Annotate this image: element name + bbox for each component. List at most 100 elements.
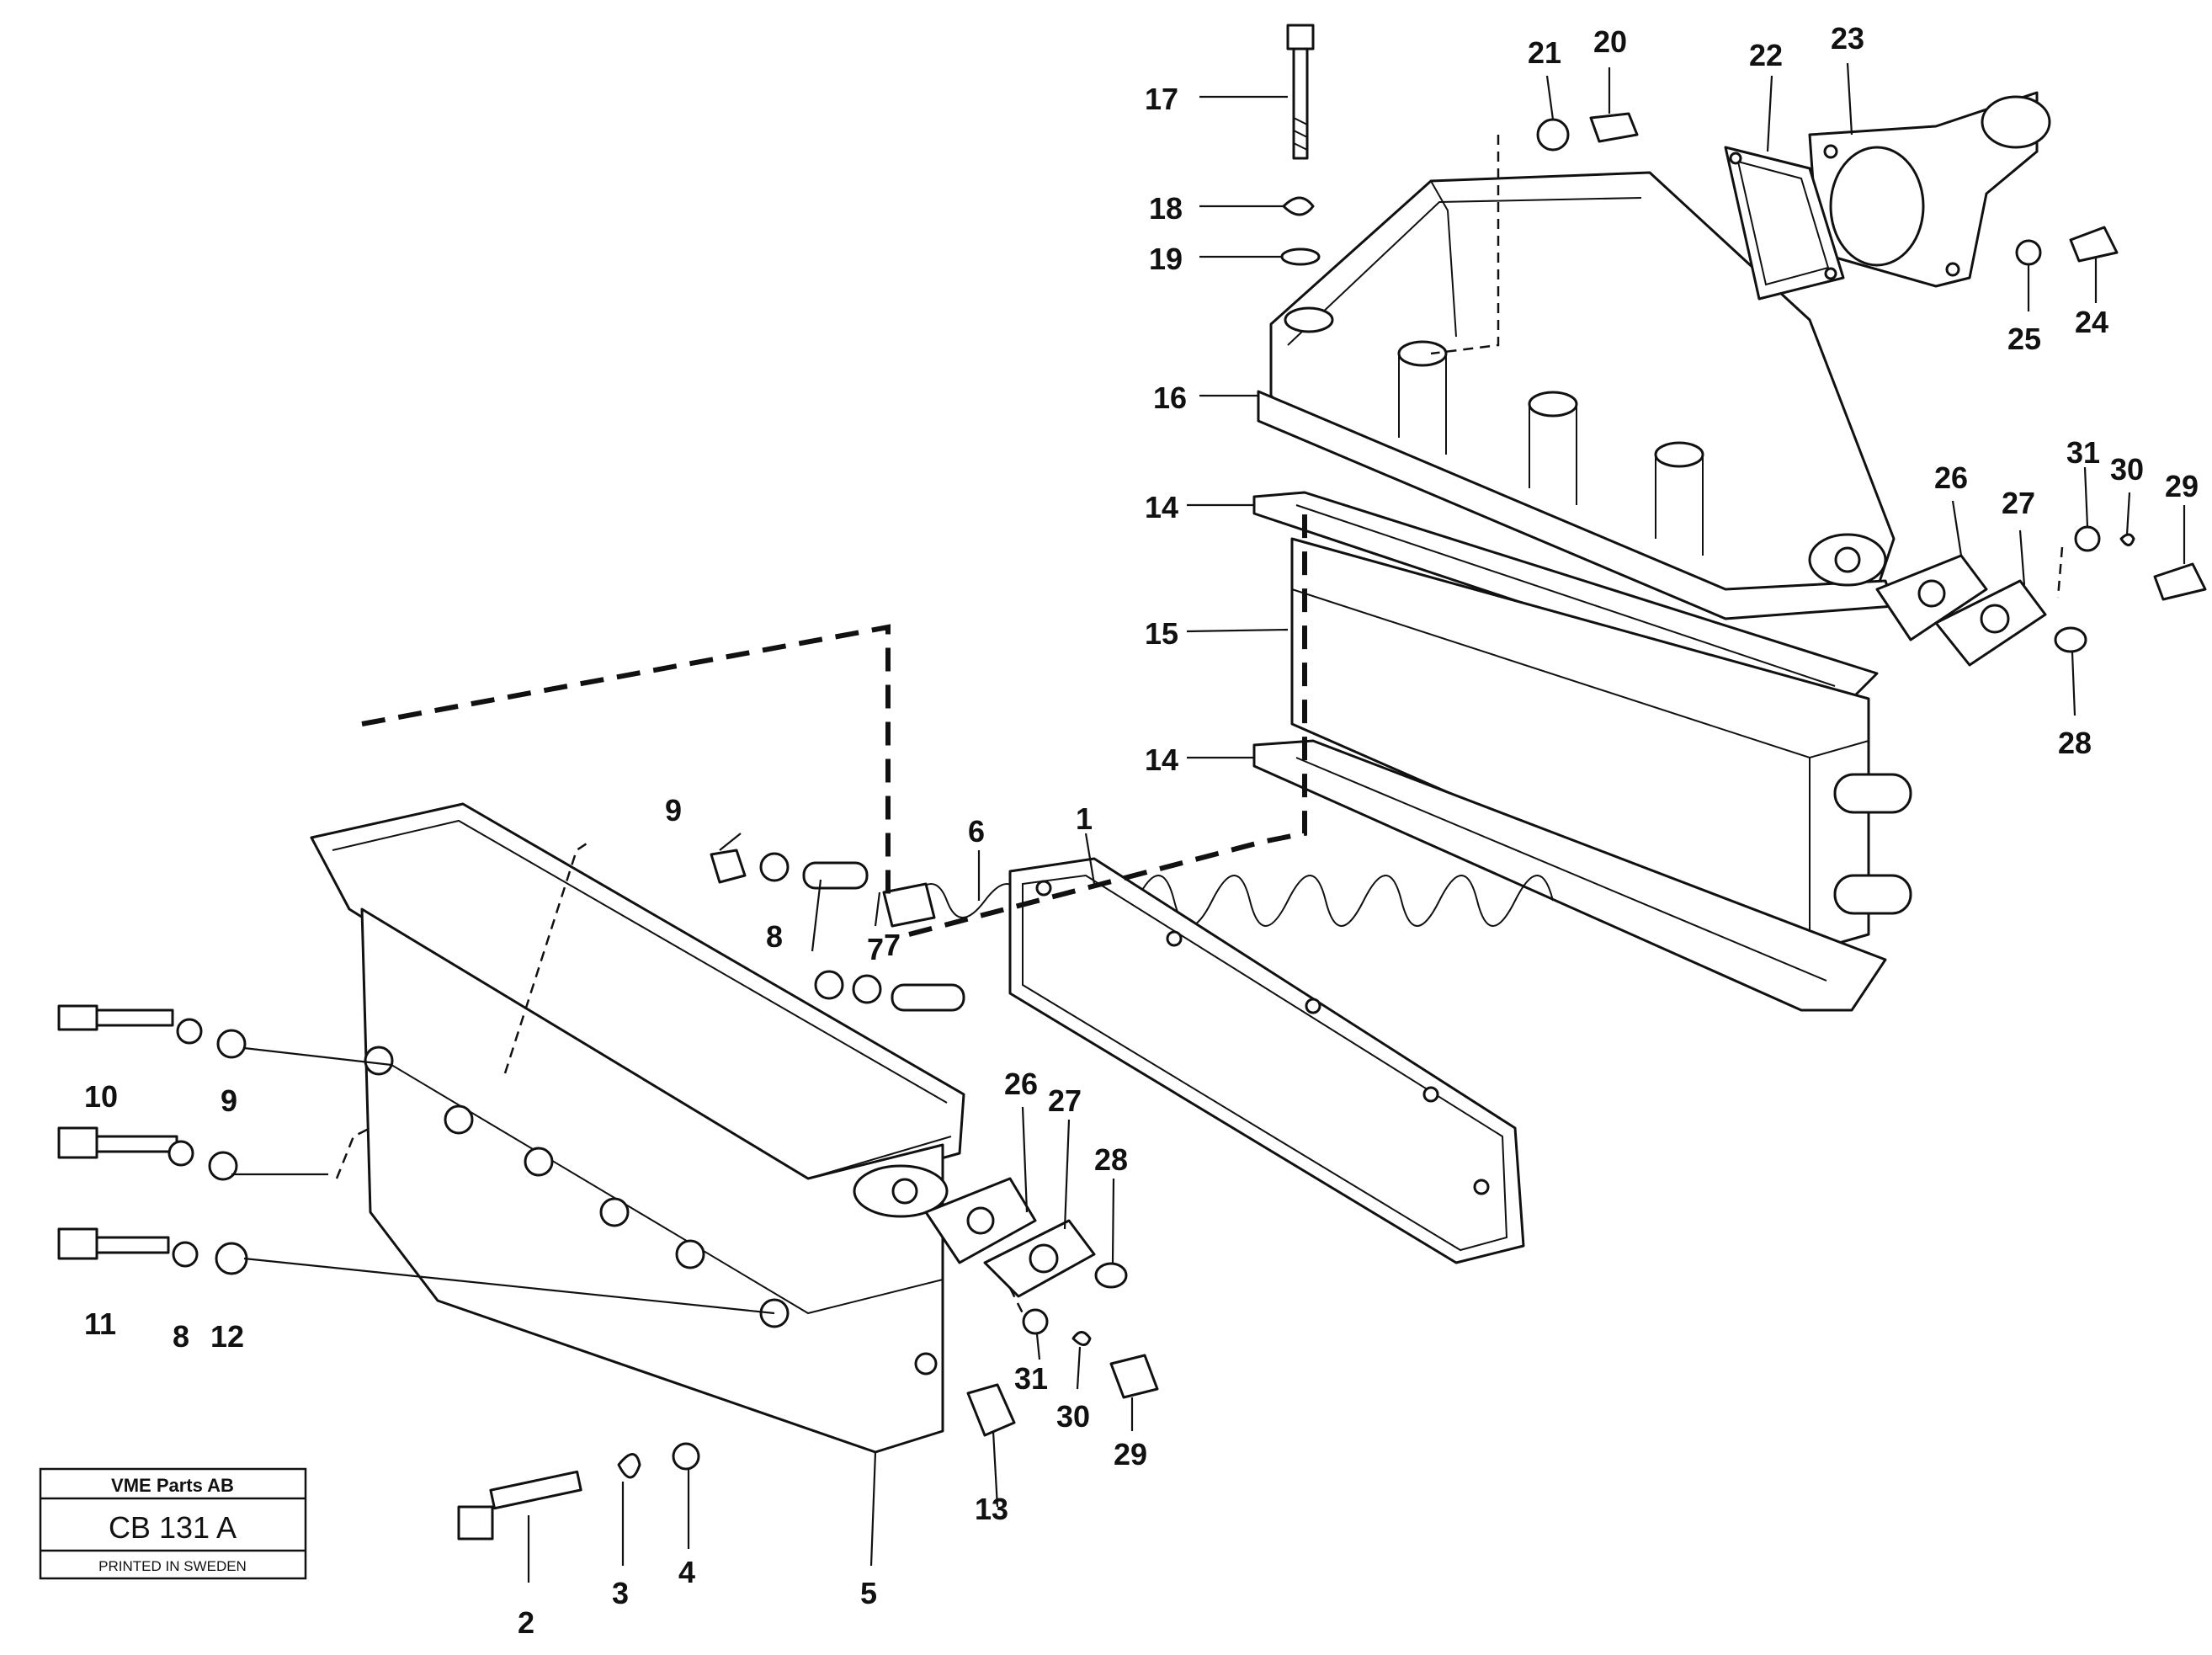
callout-30-lower: 30	[1056, 1399, 1090, 1434]
company-name: VME Parts AB	[111, 1475, 234, 1496]
upper-cover-16	[1257, 171, 1896, 620]
washer-4	[672, 1442, 700, 1471]
gasket-22	[1724, 146, 1845, 301]
seal-28-lower	[1094, 1262, 1128, 1289]
washer-left-mid2	[208, 1151, 238, 1181]
bolt-left-mid	[57, 1126, 178, 1159]
callout-20: 20	[1593, 24, 1627, 59]
callout-28-upper: 28	[2058, 726, 2092, 760]
callout-2: 2	[518, 1605, 534, 1640]
callout-9-upper: 9	[665, 793, 682, 828]
callout-7-left: 7	[884, 928, 901, 962]
lock-30-lower	[1071, 1331, 1092, 1346]
washer-31-lower	[1022, 1308, 1049, 1335]
assembly-dash-line-c	[503, 840, 590, 1074]
gasket-14-lower	[1252, 739, 1887, 1012]
washer-left-mid	[167, 1140, 194, 1167]
spring-washer-18	[1282, 196, 1315, 216]
manifold-5	[360, 907, 949, 1454]
washer-9-left	[216, 1029, 247, 1059]
callout-24: 24	[2075, 305, 2108, 339]
bolt-11	[57, 1227, 170, 1260]
washer-31-upper	[2074, 525, 2101, 552]
washer-21	[1536, 118, 1570, 152]
gasket-26-upper	[1875, 554, 1988, 641]
elbow-23	[1808, 91, 2051, 288]
bolt-17	[1286, 24, 1315, 160]
callout-4: 4	[678, 1555, 695, 1589]
callout-17: 17	[1145, 82, 1178, 116]
callout-14-upper: 14	[1145, 490, 1178, 524]
callout-19: 19	[1149, 242, 1183, 276]
screw-29-upper	[2153, 562, 2207, 601]
callout-labels: 1 2 3 4 5 6 7 7 8 8 9 9 10 11 12 13 14 1…	[84, 21, 2199, 1640]
pin-7-lower	[891, 983, 965, 1012]
screw-20	[1589, 112, 1639, 143]
callout-9-left: 9	[221, 1083, 237, 1118]
callout-18: 18	[1149, 191, 1183, 226]
callout-6: 6	[968, 814, 985, 849]
washer-8-lower	[172, 1241, 199, 1268]
cooler-15	[1290, 537, 1912, 953]
callout-11: 11	[84, 1306, 116, 1341]
gasket-1	[1008, 857, 1525, 1264]
callout-26-lower: 26	[1004, 1067, 1038, 1101]
callout-25: 25	[2007, 322, 2041, 356]
callout-31-lower: 31	[1014, 1361, 1048, 1396]
callout-5: 5	[860, 1576, 877, 1610]
lock-30-upper	[2119, 533, 2135, 546]
callout-12: 12	[210, 1319, 244, 1354]
callout-16: 16	[1153, 380, 1187, 415]
callout-13: 13	[975, 1492, 1008, 1526]
callout-23: 23	[1831, 21, 1864, 56]
washer-8-mid	[814, 970, 844, 1000]
callout-10: 10	[84, 1079, 118, 1114]
nut-12	[215, 1242, 248, 1275]
assembly-dash-line-e	[335, 1126, 371, 1179]
callout-29-upper: 29	[2165, 469, 2199, 503]
plug-13	[966, 1383, 1016, 1437]
callout-28-lower: 28	[1094, 1142, 1128, 1177]
gasket-26-lower	[924, 1177, 1037, 1264]
callout-14-lower: 14	[1145, 742, 1178, 777]
callout-8-upper: 8	[766, 919, 783, 954]
seal-28-upper	[2054, 626, 2087, 653]
callout-27-lower: 27	[1048, 1083, 1082, 1118]
callout-31-upper: 31	[2066, 435, 2100, 470]
washer-9-mid	[852, 974, 882, 1004]
assembly-dash-line-f	[1008, 1287, 1024, 1314]
leader-lines	[231, 62, 2186, 1583]
callout-1: 1	[1076, 801, 1093, 836]
callout-21: 21	[1528, 35, 1561, 70]
title-block: VME Parts AB CB 131 A PRINTED IN SWEDEN	[39, 1467, 307, 1580]
callout-26-upper: 26	[1934, 460, 1968, 495]
assembly-dash-line-g	[2056, 546, 2064, 599]
washer-10	[176, 1018, 203, 1045]
bolt-10	[57, 1004, 174, 1031]
screw-24	[2069, 226, 2119, 263]
plug-9-upper	[710, 849, 747, 884]
callout-8-lower: 8	[173, 1319, 189, 1354]
washer-25	[2015, 239, 2042, 266]
flange-27-upper	[1934, 579, 2047, 667]
pin-7-upper	[802, 861, 869, 890]
washer-19	[1280, 247, 1321, 266]
callout-27-upper: 27	[2002, 486, 2035, 520]
assembly-dash-line-a	[361, 624, 891, 901]
callout-29-lower: 29	[1114, 1437, 1147, 1471]
washer-8-upper	[759, 852, 790, 882]
drawing-code: CB 131 A	[109, 1510, 237, 1545]
printed-note: PRINTED IN SWEDEN	[98, 1558, 247, 1574]
lock-3	[617, 1453, 641, 1479]
assembly-dash-line-b	[908, 505, 1307, 937]
callout-22: 22	[1749, 38, 1783, 72]
callout-15: 15	[1145, 616, 1178, 651]
callout-7-right: 7	[867, 932, 884, 966]
callout-30-upper: 30	[2110, 452, 2144, 487]
callout-3: 3	[612, 1576, 629, 1610]
flange-27-lower	[983, 1219, 1096, 1298]
assembly-dash-line-d	[1430, 135, 1500, 355]
bolt-2	[457, 1470, 582, 1541]
screw-29-lower	[1109, 1354, 1159, 1399]
